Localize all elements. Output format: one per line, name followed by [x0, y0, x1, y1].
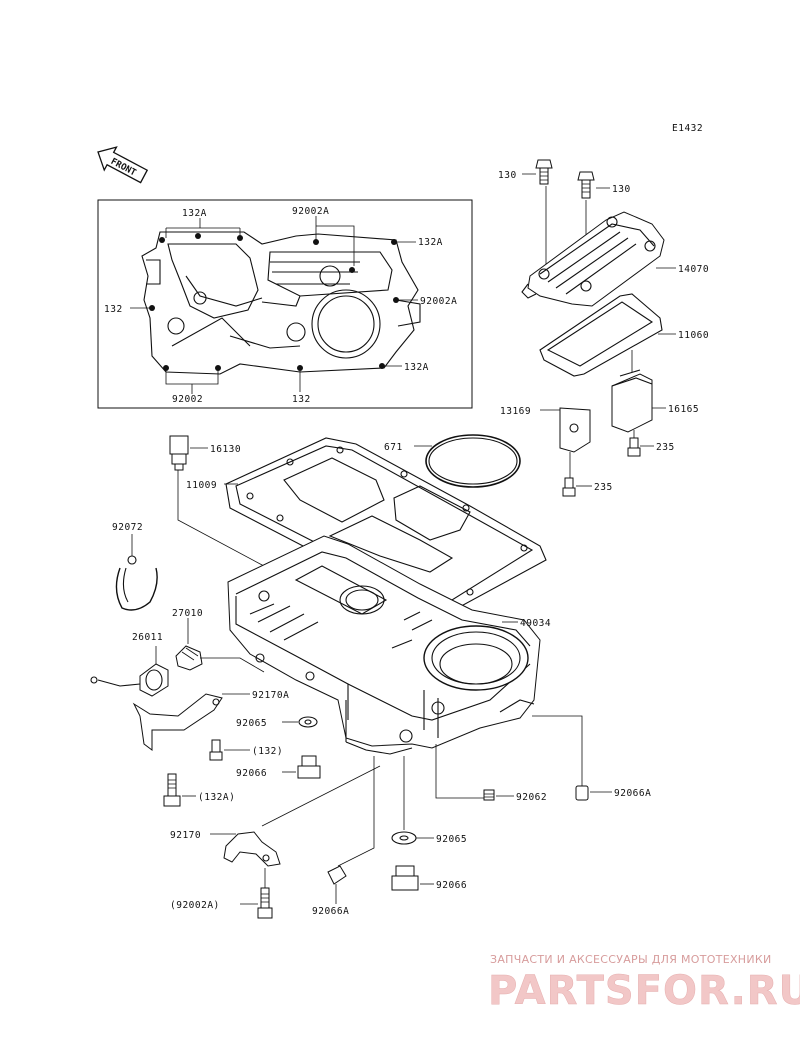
- label-92065-a: 92065: [236, 718, 267, 729]
- label-92002A-r: 92002A: [420, 296, 457, 307]
- label-14070: 14070: [678, 264, 709, 275]
- bolt-92002A: [240, 868, 273, 919]
- bracket-92170: [210, 765, 381, 867]
- bolt-235-a: [627, 430, 654, 457]
- label-92002A-paren: (92002A): [170, 900, 220, 911]
- label-671: 671: [384, 442, 403, 453]
- label-92170: 92170: [170, 830, 201, 841]
- switch-27010: [175, 618, 265, 673]
- label-16165: 16165: [668, 404, 699, 415]
- label-132-bot: 132: [292, 394, 311, 405]
- label-132A-paren: (132A): [198, 792, 235, 803]
- o-ring-671: [414, 434, 521, 488]
- label-235-a: 235: [656, 442, 675, 453]
- sensor-26011: [90, 646, 169, 697]
- front-arrow-icon: FRONT: [97, 146, 149, 184]
- label-11060: 11060: [678, 330, 709, 341]
- watermark-brand: PARTSFOR.RU: [488, 968, 800, 1014]
- breather-cover-assembly: [521, 159, 676, 497]
- label-92066A-right: 92066A: [614, 788, 651, 799]
- oil-pan-49034: [227, 535, 541, 755]
- label-235-b: 235: [594, 482, 613, 493]
- label-132-left: 132: [104, 304, 123, 315]
- label-92002-bot: 92002: [172, 394, 203, 405]
- label-92072: 92072: [112, 522, 143, 533]
- washer-92065-a: [282, 716, 318, 728]
- plug-92062: [435, 744, 514, 801]
- label-132A-r1: 132A: [418, 237, 443, 248]
- label-26011: 26011: [132, 632, 163, 643]
- label-92066-b: 92066: [436, 880, 467, 891]
- label-130-a: 130: [498, 170, 517, 181]
- plug-92066A-bottom: [327, 756, 375, 904]
- label-92066A-bottom: 92066A: [312, 906, 349, 917]
- label-92002A-top: 92002A: [292, 206, 329, 217]
- washer-92065-b: [391, 756, 434, 845]
- bracket-92170A: [132, 693, 250, 751]
- label-132A-r2: 132A: [404, 362, 429, 373]
- plug-92066-b: [391, 865, 434, 891]
- label-92065-b: 92065: [436, 834, 467, 845]
- inset-crankcase-view: [97, 199, 473, 409]
- bolt-130-b: [577, 171, 595, 199]
- label-92170A: 92170A: [252, 690, 289, 701]
- label-92062: 92062: [516, 792, 547, 803]
- gasket-11009: [224, 437, 547, 613]
- label-132A-top: 132A: [182, 208, 207, 219]
- band-92072: [115, 534, 158, 611]
- label-132-paren: (132): [252, 746, 283, 757]
- diagram-code: E1432: [672, 123, 703, 134]
- label-16130: 16130: [210, 444, 241, 455]
- bolt-132A: [163, 773, 196, 807]
- switch-16130: [169, 435, 265, 567]
- plug-92066A-right: [532, 715, 612, 801]
- label-49034: 49034: [520, 618, 551, 629]
- label-13169: 13169: [500, 406, 531, 417]
- label-92066-a: 92066: [236, 768, 267, 779]
- bolt-235-b: [562, 477, 592, 497]
- label-11009: 11009: [186, 480, 217, 491]
- label-27010: 27010: [172, 608, 203, 619]
- bolt-132: [209, 739, 250, 761]
- bolt-130-a: [535, 159, 553, 185]
- label-130-b: 130: [612, 184, 631, 195]
- watermark-tagline: ЗАПЧАСТИ И АКСЕССУАРЫ ДЛЯ МОТОТЕХНИКИ: [490, 953, 772, 966]
- plug-92066-a: [282, 755, 321, 779]
